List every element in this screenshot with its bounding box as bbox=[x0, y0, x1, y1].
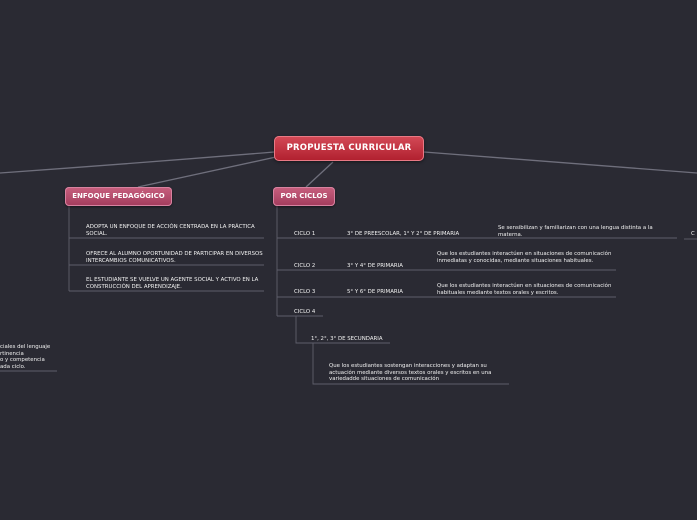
ciclo-2-grades[interactable]: 3° Y 4° DE PRIMARIA bbox=[347, 263, 403, 269]
left-fragment-line-4: ada ciclo. bbox=[0, 363, 26, 370]
enfoque-item-3[interactable]: EL ESTUDIANTE SE VUELVE UN AGENTE SOCIAL… bbox=[86, 277, 259, 290]
topic-enfoque-pedagogico[interactable]: ENFOQUE PEDAGÓGICO bbox=[65, 187, 172, 206]
left-fragment-line-3: o y competencia bbox=[0, 357, 45, 364]
ciclo-2-label[interactable]: CICLO 2 bbox=[294, 263, 316, 269]
ciclo-4-grades[interactable]: 1°, 2°, 3° DE SECUNDARIA bbox=[311, 336, 383, 342]
ciclo-1-label[interactable]: CICLO 1 bbox=[294, 231, 316, 237]
ciclo-2-description[interactable]: Que los estudiantes interactúen en situa… bbox=[437, 251, 612, 264]
right-offscreen-topic[interactable]: C bbox=[691, 231, 695, 237]
ciclo-4-label[interactable]: CICLO 4 bbox=[294, 309, 316, 315]
ciclo-3-label[interactable]: CICLO 3 bbox=[294, 289, 316, 295]
ciclo-3-description[interactable]: Que los estudiantes interactúen en situa… bbox=[437, 283, 612, 296]
left-fragment-line-1: ciales del lenguaje bbox=[0, 344, 51, 350]
ciclo-1-grades[interactable]: 3° DE PREESCOLAR, 1° Y 2° DE PRIMARIA bbox=[347, 231, 460, 237]
left-offscreen-topic[interactable]: ciales del lenguaje rtinencia o y compet… bbox=[0, 344, 58, 370]
ciclo-1-description[interactable]: Se sensibilizan y familiarizan con una l… bbox=[498, 225, 653, 238]
enfoque-item-1[interactable]: ADOPTA UN ENFOQUE DE ACCIÓN CENTRADA EN … bbox=[86, 224, 255, 237]
ciclo-4-description[interactable]: Que los estudiantes sostengan interaccio… bbox=[329, 363, 492, 383]
central-node-propuesta-curricular[interactable]: PROPUESTA CURRICULAR bbox=[274, 136, 424, 161]
left-fragment-line-2: rtinencia bbox=[0, 350, 24, 357]
enfoque-item-2[interactable]: OFRECE AL ALUMNO OPORTUNIDAD DE PARTICIP… bbox=[86, 251, 263, 264]
topic-por-ciclos[interactable]: POR CICLOS bbox=[273, 187, 335, 206]
ciclo-3-grades[interactable]: 5° Y 6° DE PRIMARIA bbox=[347, 289, 403, 295]
